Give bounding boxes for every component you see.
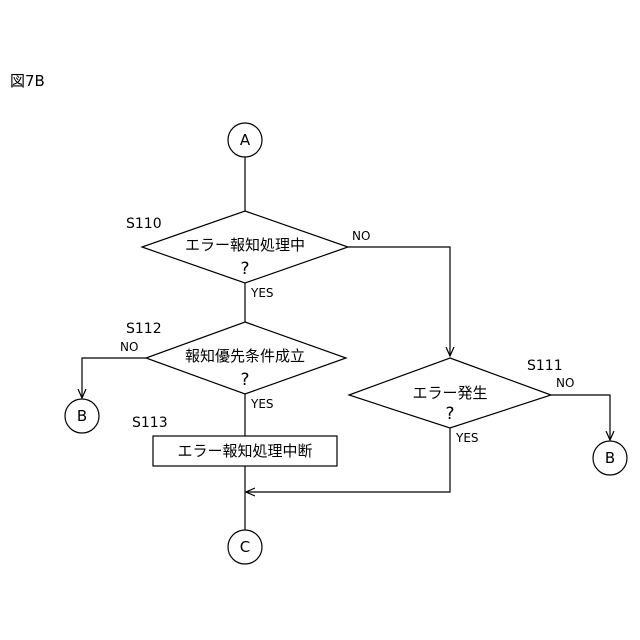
s113-step-id: S113	[132, 415, 168, 431]
s113-text: エラー報知処理中断	[177, 442, 312, 460]
s112-step-id: S112	[126, 321, 162, 337]
s110-yes-label: YES	[250, 286, 274, 300]
s112-yes-label: YES	[250, 397, 274, 411]
edge-s110-no	[348, 247, 450, 356]
s110-step-id: S110	[126, 216, 162, 232]
connector-c-label: C	[240, 538, 250, 556]
s110-question: ?	[240, 259, 249, 279]
s110-text: エラー報知処理中	[185, 236, 305, 254]
s111-no-label: NO	[556, 376, 574, 390]
s112-no-label: NO	[120, 340, 138, 354]
s110-no-label: NO	[352, 229, 370, 243]
s111-step-id: S111	[527, 358, 563, 374]
s112-text: 報知優先条件成立	[185, 347, 305, 365]
s111-text: エラー発生	[412, 384, 487, 402]
connector-a-label: A	[240, 131, 251, 149]
edge-s112-no	[82, 358, 146, 398]
edge-s111-no	[551, 395, 610, 440]
s111-question: ?	[445, 404, 454, 424]
s111-yes-label: YES	[455, 431, 479, 445]
s112-question: ?	[240, 370, 249, 390]
connector-b-right-label: B	[605, 449, 615, 467]
figure-label: 図7B	[10, 72, 45, 90]
connector-b-left-label: B	[77, 407, 87, 425]
